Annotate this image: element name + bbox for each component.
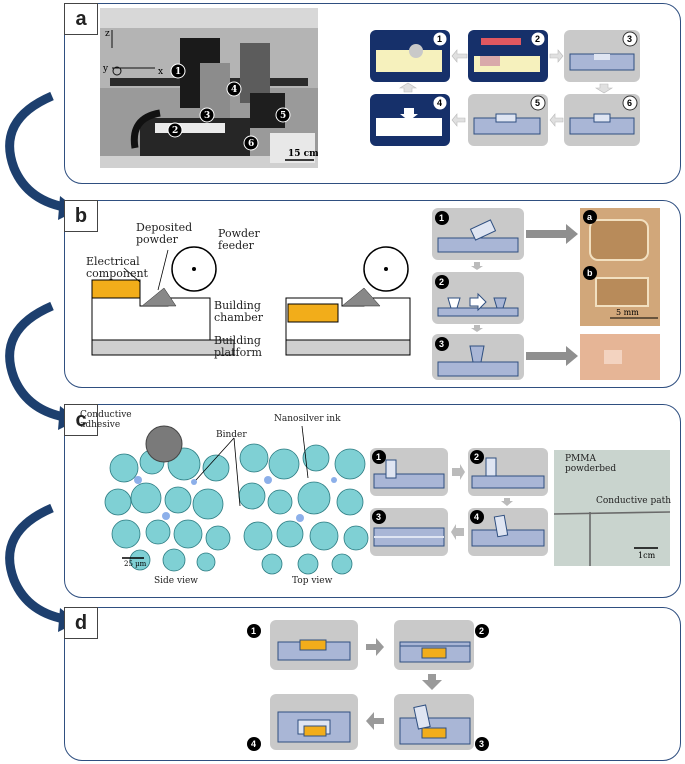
conductive-path-photo: 1cm <box>554 450 670 566</box>
panel-d-label: d <box>64 607 98 639</box>
a-step-4: 3 <box>627 34 632 44</box>
c-step-3: 4 <box>474 512 479 522</box>
panel-c-label: c <box>64 404 98 436</box>
label-binder: Binder <box>216 430 247 440</box>
b-scale-text: 5 mm <box>616 308 639 317</box>
a-step-1: 1 <box>437 34 442 44</box>
callout-5: 5 <box>280 111 286 121</box>
d-step-2: 2 <box>479 626 484 636</box>
axis-y: y <box>102 64 109 74</box>
label-nanosilver-ink: Nanosilver ink <box>274 414 341 424</box>
d-step-3: 3 <box>479 739 484 749</box>
label-electrical-component: Electrical component <box>86 255 148 280</box>
label-building-chamber: Building chamber <box>214 299 264 324</box>
panel-a-steps: 1 2 3 4 5 6 <box>370 30 640 146</box>
label-conductive-adhesive: Conductive adhesive <box>80 410 132 430</box>
panel-b-schematic <box>91 246 411 356</box>
a-step-3: 4 <box>437 98 442 108</box>
a-step-2: 2 <box>535 34 540 44</box>
callout-4: 4 <box>231 85 237 95</box>
axis-z: z <box>105 29 110 39</box>
label-top-view: Top view <box>292 576 333 586</box>
machine-photo: z y x 1 2 3 4 5 6 15 cm <box>100 8 318 168</box>
d-step-4: 4 <box>251 739 256 749</box>
callout-3: 3 <box>204 111 210 121</box>
label-side-view: Side view <box>154 576 198 586</box>
c-step-2: 2 <box>474 452 479 462</box>
photo-tag-a: a <box>587 212 593 222</box>
panel-c-steps: 1 2 3 4 <box>370 448 548 556</box>
photo-tag-b: b <box>587 268 593 278</box>
c-step-1: 1 <box>376 452 381 462</box>
panel-a-label: a <box>64 3 98 35</box>
a-step-5: 6 <box>627 98 632 108</box>
axis-x: x <box>158 67 163 77</box>
panel-d <box>64 607 681 761</box>
label-powder-feeder: Powder feeder <box>218 227 260 252</box>
label-conductive-path: Conductive path <box>596 496 672 506</box>
panel-b-label: b <box>64 200 98 232</box>
b-step-2: 2 <box>439 277 444 287</box>
callout-1: 1 <box>175 67 181 77</box>
label-deposited-powder: Deposited powder <box>136 221 193 246</box>
label-building-platform: Building platform <box>214 334 262 359</box>
b-step-1: 1 <box>439 213 444 223</box>
callout-6: 6 <box>248 139 254 149</box>
c-step-4: 3 <box>376 512 381 522</box>
c-photo-scale: 1cm <box>638 551 656 560</box>
panel-c-microscopy: 25 µm <box>104 425 372 575</box>
scale-bar-label: 15 cm <box>288 149 318 159</box>
label-pmma-powderbed: PMMA powderbed <box>565 454 617 474</box>
micro-scale: 25 µm <box>124 560 147 568</box>
d-step-1: 1 <box>251 626 256 636</box>
callout-2: 2 <box>172 126 178 136</box>
b-step-3: 3 <box>439 339 444 349</box>
a-step-6: 5 <box>535 98 540 108</box>
panel-d-steps: 1 2 3 4 <box>247 620 489 751</box>
panel-b-steps: 1 2 3 a b 5 mm <box>432 208 660 380</box>
